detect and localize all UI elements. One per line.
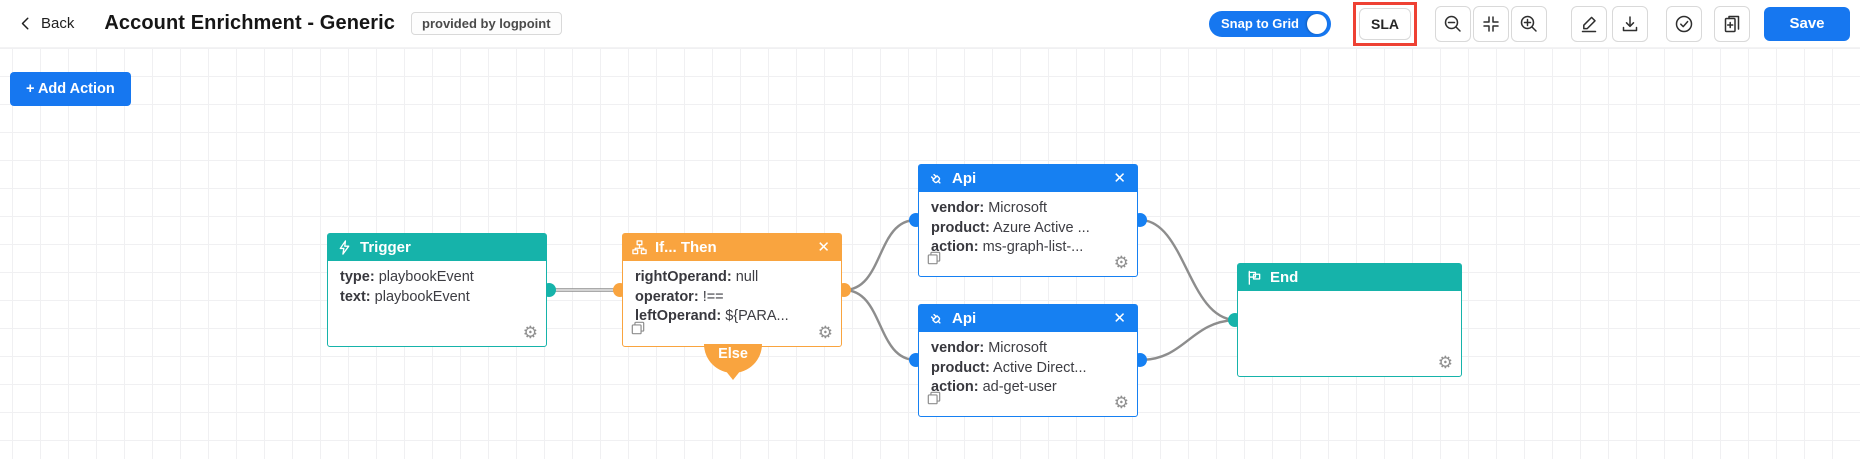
node-property: leftOperand: ${PARA... <box>635 308 789 324</box>
sla-button[interactable]: SLA <box>1359 7 1411 40</box>
node-property: vendor: Microsoft <box>931 340 1048 356</box>
node-property: type: playbookEvent <box>340 269 474 285</box>
gear-icon[interactable]: ⚙ <box>1437 353 1453 372</box>
edge-ifthen-api1[interactable] <box>843 218 917 292</box>
back-button[interactable]: Back <box>18 15 74 32</box>
save-button[interactable]: Save <box>1764 6 1850 41</box>
node-title: Api <box>952 310 977 327</box>
gear-icon[interactable]: ⚙ <box>1113 253 1129 272</box>
close-icon[interactable]: ✕ <box>817 239 830 256</box>
node-property: action: ms-graph-list-... <box>931 239 1084 255</box>
zoom-out-button[interactable] <box>1435 5 1471 42</box>
node-end-header[interactable]: End <box>1238 264 1461 291</box>
duplicate-icon[interactable] <box>927 391 941 410</box>
fit-view-button[interactable] <box>1473 5 1509 42</box>
check-circle-icon <box>1675 15 1693 32</box>
node-property: operator: !== <box>635 288 724 305</box>
edge-ifthen-api2[interactable] <box>843 288 917 362</box>
lightning-icon <box>339 240 350 255</box>
zoom-controls <box>1435 5 1547 42</box>
node-api-1-header[interactable]: Api ✕ <box>919 165 1137 192</box>
close-icon[interactable]: ✕ <box>1113 170 1126 187</box>
top-toolbar: Back Account Enrichment - Generic provid… <box>0 0 1860 48</box>
node-title: End <box>1270 269 1299 286</box>
sla-highlight-annotation: SLA <box>1353 1 1417 46</box>
node-property: product: Active Direct... <box>931 359 1087 376</box>
provided-by-badge: provided by logpoint <box>411 12 562 35</box>
document-plus-button[interactable] <box>1714 5 1750 42</box>
edge-api2-end[interactable] <box>1139 318 1236 362</box>
node-trigger-header[interactable]: Trigger <box>328 234 546 261</box>
duplicate-icon[interactable] <box>927 251 941 270</box>
node-api-2-header[interactable]: Api ✕ <box>919 305 1137 332</box>
node-property: vendor: Microsoft <box>931 200 1048 216</box>
snap-to-grid-toggle[interactable]: Snap to Grid <box>1209 10 1331 37</box>
zoom-in-icon <box>1520 15 1537 32</box>
download-button[interactable] <box>1612 5 1648 42</box>
else-tail <box>725 370 741 380</box>
node-if-then-header[interactable]: If... Then ✕ <box>623 234 841 261</box>
node-title: Trigger <box>360 239 411 256</box>
download-icon <box>1622 15 1638 31</box>
zoom-in-button[interactable] <box>1511 5 1547 42</box>
duplicate-icon[interactable] <box>631 321 645 340</box>
else-label: Else <box>718 346 748 362</box>
edit-pencil-icon <box>1581 16 1597 32</box>
fit-view-icon <box>1483 15 1499 32</box>
plug-icon <box>930 173 941 184</box>
validate-button[interactable] <box>1666 5 1702 42</box>
node-property: text: playbookEvent <box>340 288 470 305</box>
node-title: If... Then <box>655 239 717 256</box>
gear-icon[interactable]: ⚙ <box>817 323 833 342</box>
node-trigger[interactable]: Trigger type: playbookEvent text: playbo… <box>327 233 547 347</box>
node-end[interactable]: End ⚙ <box>1237 263 1462 377</box>
node-property: rightOperand: null <box>635 269 759 285</box>
snap-to-grid-label: Snap to Grid <box>1221 16 1299 31</box>
edge-api1-end[interactable] <box>1139 218 1236 322</box>
node-title: Api <box>952 170 977 187</box>
flag-icon <box>1248 270 1261 285</box>
document-plus-icon <box>1724 15 1740 32</box>
page-title: Account Enrichment - Generic <box>104 12 395 34</box>
edit-button[interactable] <box>1571 5 1607 42</box>
gear-icon[interactable]: ⚙ <box>522 323 538 342</box>
plug-icon <box>930 313 941 324</box>
node-property: action: ad-get-user <box>931 379 1057 395</box>
sitemap-icon <box>632 240 647 255</box>
node-api-2[interactable]: Api ✕ vendor: Microsoft product: Active … <box>918 304 1138 417</box>
node-api-1[interactable]: Api ✕ vendor: Microsoft product: Azure A… <box>918 164 1138 277</box>
add-action-button[interactable]: + Add Action <box>10 72 131 106</box>
node-if-then[interactable]: Else If... Then ✕ rightOperand: null ope… <box>622 233 842 380</box>
node-property: product: Azure Active ... <box>931 219 1090 236</box>
gear-icon[interactable]: ⚙ <box>1113 393 1129 412</box>
chevron-left-icon <box>21 17 29 30</box>
zoom-out-icon <box>1444 15 1461 32</box>
toggle-knob <box>1307 13 1327 34</box>
close-icon[interactable]: ✕ <box>1113 310 1126 327</box>
back-label: Back <box>41 15 75 32</box>
